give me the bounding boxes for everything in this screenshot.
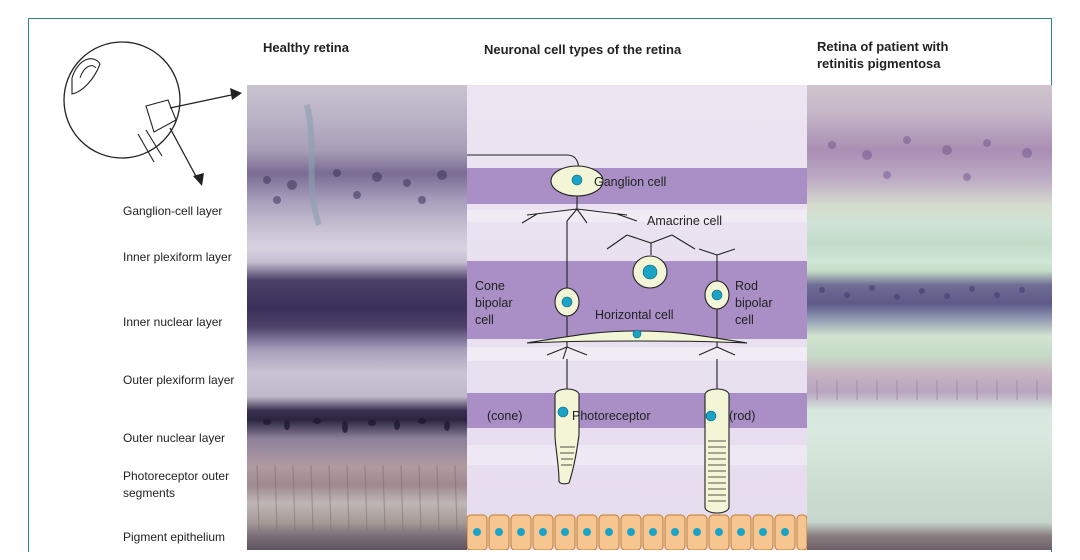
neuronal-types-title: Neuronal cell types of the retina <box>484 42 682 57</box>
healthy-retina-micrograph <box>247 85 467 550</box>
patient-retina-title-line2: retinitis pigmentosa <box>817 56 941 71</box>
rod-nucleus <box>705 410 717 422</box>
band-outer-nuclear <box>467 393 807 428</box>
label-cone-bipolar-1: Cone <box>475 279 505 293</box>
label-cone: (cone) <box>487 409 523 423</box>
layer-outer-plexiform: Outer plexiform layer <box>123 373 235 387</box>
band-ganglion <box>467 168 807 204</box>
layer-inner-nuclear: Inner nuclear layer <box>123 315 223 329</box>
patient-retina-micrograph <box>807 85 1052 550</box>
label-rod: (rod) <box>729 409 756 423</box>
label-photoreceptor: Photoreceptor <box>572 409 651 423</box>
cone-nucleus <box>557 406 569 418</box>
label-rod-bipolar-2: bipolar <box>735 296 773 310</box>
layer-photoreceptor-segments: segments <box>123 486 176 500</box>
label-horizontal-cell: Horizontal cell <box>595 308 674 322</box>
label-rod-bipolar-3: cell <box>735 313 754 327</box>
label-cone-bipolar-3: cell <box>475 313 494 327</box>
label-cone-bipolar-2: bipolar <box>475 296 513 310</box>
layer-inner-plexiform: Inner plexiform layer <box>123 250 232 264</box>
healthy-retina-title: Healthy retina <box>263 40 349 55</box>
neuronal-schematic: Ganglion cell Amacrine cell Cone bipolar… <box>467 85 807 550</box>
layer-outer-nuclear: Outer nuclear layer <box>123 431 226 445</box>
ganglion-nucleus <box>571 174 583 186</box>
label-ganglion-cell: Ganglion cell <box>594 175 667 189</box>
rod-photoreceptor <box>704 388 730 514</box>
patient-retina-title-line1: Retina of patient with <box>817 39 949 54</box>
horizontal-nucleus <box>632 329 642 339</box>
rod-bipolar-nucleus <box>711 289 723 301</box>
layer-ganglion-cell: Ganglion-cell layer <box>123 204 223 218</box>
label-rod-bipolar-1: Rod <box>735 279 758 293</box>
layer-photoreceptor-outer: Photoreceptor outer <box>123 469 230 483</box>
layer-pigment-epithelium: Pigment epithelium <box>123 530 226 544</box>
label-amacrine-cell: Amacrine cell <box>647 214 723 228</box>
eye-diagram <box>63 41 242 186</box>
amacrine-nucleus <box>642 264 658 280</box>
cone-bipolar-nucleus <box>561 296 573 308</box>
